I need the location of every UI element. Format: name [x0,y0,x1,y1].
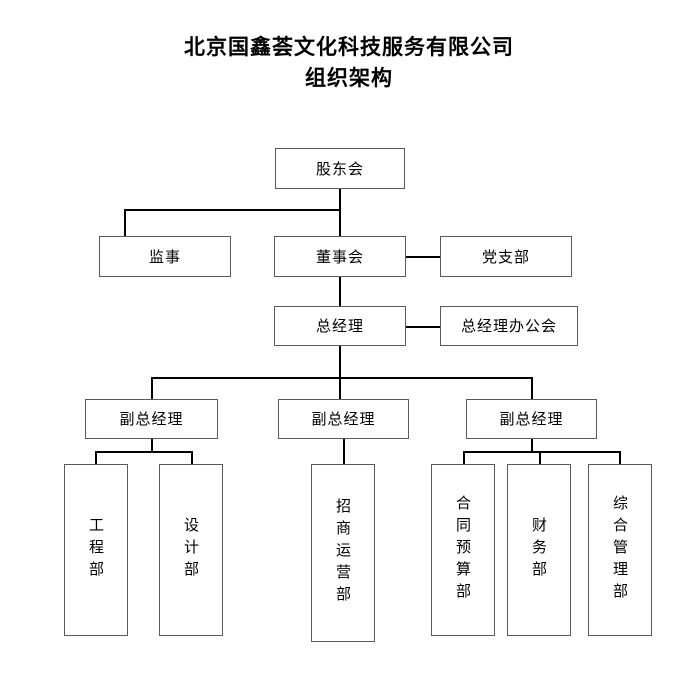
node-deputy-gm-3-label: 副总经理 [499,410,564,428]
page-title-line-1: 北京国鑫荟文化科技服务有限公司 [184,35,514,59]
node-gm-office-meeting-label: 总经理办公会 [460,317,557,335]
node-deputy-gm-1-label: 副总经理 [119,410,184,428]
connector-drop-deputy-1 [151,377,153,401]
node-design-dept[interactable]: 设计部 [159,464,223,636]
node-party-branch-label: 党支部 [481,247,530,266]
connector-level1-bus [124,209,341,211]
node-finance-dept-label: 财务部 [530,517,548,583]
node-supervisor-label: 监事 [148,247,181,266]
connector-drop-engineering [95,451,97,465]
node-deputy-gm-3[interactable]: 副总经理 [466,399,597,439]
page-title-line-2: 组织架构 [305,66,393,90]
connector-drop-design [191,451,193,465]
connector-shareholders-stem [339,188,341,210]
node-party-branch[interactable]: 党支部 [440,236,572,277]
connector-deputy-2-stem [343,438,345,465]
connector-drop-finance [539,451,541,465]
node-engineering-dept-label: 工程部 [87,517,105,583]
node-general-manager-label: 总经理 [315,317,364,335]
node-board[interactable]: 董事会 [274,236,406,277]
node-gm-office-meeting[interactable]: 总经理办公会 [440,306,578,346]
connector-drop-deputy-3 [531,377,533,401]
node-supervisor[interactable]: 监事 [99,236,231,277]
page-title: 北京国鑫荟文化科技服务有限公司 组织架构 [0,32,698,94]
connector-gm-stem [339,345,341,400]
node-design-dept-label: 设计部 [182,517,200,583]
connector-deputies-bus [151,377,533,379]
connector-drop-contract-budget [463,451,465,465]
connector-board-gm [339,276,341,307]
connector-deputy-1-bus [95,451,192,453]
node-shareholders-label: 股东会 [315,159,364,178]
connector-drop-general-management [619,451,621,465]
connector-deputy-3-stem [531,438,533,452]
node-investment-operations-dept-label: 招商运营部 [334,498,352,608]
node-finance-dept[interactable]: 财务部 [507,464,571,636]
node-contract-budget-dept[interactable]: 合同预算部 [431,464,495,636]
connector-deputy-3-bus [463,451,621,453]
node-contract-budget-dept-label: 合同预算部 [454,495,472,605]
node-shareholders[interactable]: 股东会 [275,148,405,189]
node-general-manager[interactable]: 总经理 [274,306,406,346]
node-general-management-dept[interactable]: 综合管理部 [588,464,652,636]
connector-deputy-1-stem [151,438,153,452]
node-deputy-gm-1[interactable]: 副总经理 [85,399,218,439]
node-board-label: 董事会 [315,247,364,266]
connector-drop-supervisor [124,209,126,237]
node-investment-operations-dept[interactable]: 招商运营部 [311,464,375,642]
node-engineering-dept[interactable]: 工程部 [64,464,128,636]
connector-drop-board [339,209,341,237]
connector-board-party-branch [405,256,440,258]
node-deputy-gm-2-label: 副总经理 [311,410,376,428]
node-deputy-gm-2[interactable]: 副总经理 [278,399,409,439]
node-general-management-dept-label: 综合管理部 [611,495,629,605]
connector-gm-office-meeting [405,326,440,328]
